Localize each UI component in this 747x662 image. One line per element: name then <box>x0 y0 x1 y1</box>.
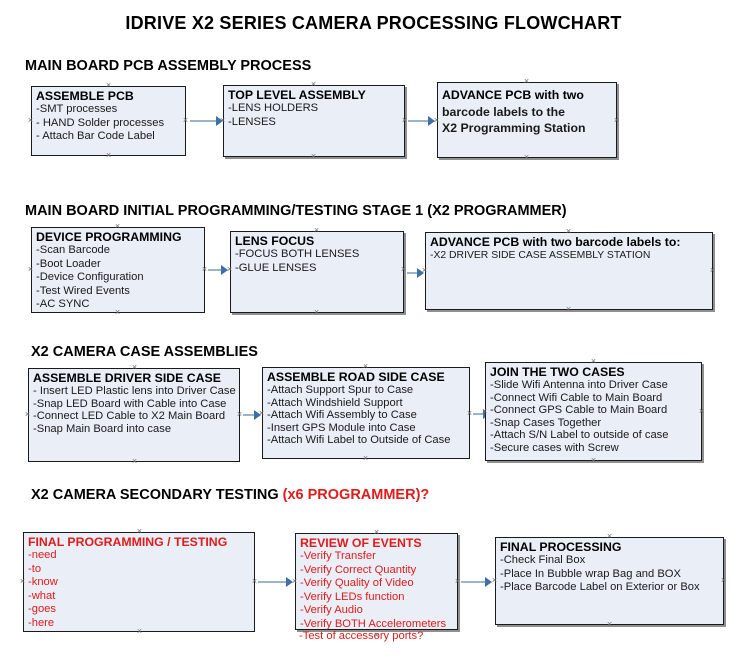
process-box-assemble-road-side-case[interactable]: ASSEMBLE ROAD SIDE CASE -Attach Support … <box>262 367 470 459</box>
process-box-review-of-events[interactable]: REVIEW OF EVENTS -Verify Transfer -Verif… <box>295 533 458 630</box>
box-line: -Snap Main Board into case <box>33 422 172 435</box>
box-line: -LENS HOLDERS <box>228 102 319 114</box>
section-heading-x2-camera-secondary-testing: X2 CAMERA SECONDARY TESTING (x6 PROGRAMM… <box>31 487 429 503</box>
connector-line <box>407 272 419 274</box>
box-heading: DEVICE PROGRAMMING <box>36 230 182 244</box>
box-heading: ADVANCE PCB with two barcode labels to: <box>430 235 681 249</box>
process-box-join-the-two-cases[interactable]: JOIN THE TWO CASES -Slide Wifi Antenna i… <box>485 362 702 461</box>
box-heading: TOP LEVEL ASSEMBLY <box>228 88 366 102</box>
box-heading: JOIN THE TWO CASES <box>490 365 625 379</box>
page-title: IDRIVE X2 SERIES CAMERA PROCESSING FLOWC… <box>125 13 622 33</box>
box-line: -Verify BOTH Accelerometers <box>300 617 447 630</box>
box-line: -Attach Wifi Assembly to Case <box>267 409 417 422</box>
section-heading-main-board-pcb-assembly: MAIN BOARD PCB ASSEMBLY PROCESS <box>25 58 311 74</box>
process-box-device-programming[interactable]: DEVICE PROGRAMMING -Scan Barcode -Boot L… <box>31 227 205 313</box>
box-heading: ADVANCE PCB with two <box>442 88 584 102</box>
box-line: -Test Wired Events <box>36 284 130 297</box>
box-line: -Place In Bubble wrap Bag and BOX <box>500 567 681 580</box>
connector-line <box>258 581 288 583</box>
process-box-top-level-assembly[interactable]: TOP LEVEL ASSEMBLY -LENS HOLDERS -LENSES <box>223 85 405 157</box>
connector-arrowhead <box>254 410 261 420</box>
box-heading: ASSEMBLE PCB <box>36 89 134 103</box>
box-heading: FINAL PROGRAMMING / TESTING <box>28 535 228 549</box>
box-heading: LENS FOCUS <box>235 234 315 248</box>
box-line: -Connect Wifi Cable to Main Board <box>490 391 663 404</box>
box-line: -goes <box>28 603 56 616</box>
connector-line <box>190 120 218 122</box>
box-line: -Attach Windshield Support <box>267 396 403 409</box>
box-line: -SMT processes <box>36 103 118 115</box>
box-line: -Verify Correct Quantity <box>300 563 417 576</box>
box-line: -Scan Barcode <box>36 244 111 256</box>
section-heading-text: X2 CAMERA SECONDARY TESTING <box>31 487 283 503</box>
process-box-lens-focus[interactable]: LENS FOCUS -FOCUS BOTH LENSES -GLUE LENS… <box>230 231 404 313</box>
box-line: - Insert LED Plastic lens into Driver Ca… <box>33 385 236 397</box>
box-line: -Verify Audio <box>300 604 363 617</box>
box-line: X2 Programming Station <box>442 121 586 135</box>
box-line: -Secure cases with Screw <box>490 441 619 454</box>
box-line: - HAND Solder processes <box>36 116 165 129</box>
connector-line <box>473 413 485 415</box>
section-heading-accent: (x6 PROGRAMMER)? <box>282 487 430 503</box>
box-line: -Device Configuration <box>36 271 144 284</box>
box-line: -Verify LEDs function <box>300 590 405 603</box>
box-line: -Verify Quality of Video <box>300 577 414 590</box>
box-line: -know <box>28 576 58 589</box>
section-heading-text: MAIN BOARD PCB ASSEMBLY PROCESS <box>25 58 312 74</box>
box-line: -FOCUS BOTH LENSES <box>235 248 360 260</box>
box-heading: REVIEW OF EVENTS <box>300 536 422 550</box>
box-line: -Attach Support Spur to Case <box>267 384 414 396</box>
section-heading-text: X2 CAMERA CASE ASSEMBLIES <box>31 344 258 360</box>
box-line: -X2 DRIVER SIDE CASE ASSEMBLY STATION <box>430 250 651 261</box>
box-line: barcode labels to the <box>442 104 565 119</box>
box-line: -Snap Cases Together <box>490 416 602 429</box>
section-heading-x2-camera-case-assemblies: X2 CAMERA CASE ASSEMBLIES <box>31 344 258 360</box>
connector-arrowhead <box>221 265 228 275</box>
process-box-advance-pcb-to-x2-programming-station[interactable]: ADVANCE PCB with two barcode labels to t… <box>437 82 617 158</box>
box-line: -Attach S/N Label to outside of case <box>490 429 669 442</box>
box-line: -Verify Transfer <box>300 550 376 562</box>
box-line: -GLUE LENSES <box>235 261 317 274</box>
box-line: - Attach Bar Code Label <box>36 130 155 143</box>
connector-arrowhead <box>485 577 492 587</box>
connector-arrowhead <box>286 577 293 587</box>
box-line: -Connect GPS Cable to Main Board <box>490 404 668 417</box>
box-line: -Boot Loader <box>36 257 101 270</box>
box-line: -here <box>28 616 55 629</box>
box-line: -to <box>28 562 42 575</box>
process-box-assemble-driver-side-case[interactable]: ASSEMBLE DRIVER SIDE CASE - Insert LED P… <box>28 368 240 462</box>
box-line: -Snap LED Board with Cable into Case <box>33 397 227 410</box>
box-line: -Check Final Box <box>500 554 586 566</box>
process-box-advance-pcb-to-driver-side-case-station[interactable]: ADVANCE PCB with two barcode labels to: … <box>425 232 713 310</box>
connector-arrowhead <box>428 116 435 126</box>
box-line: -LENSES <box>228 115 276 128</box>
box-heading: ASSEMBLE DRIVER SIDE CASE <box>33 371 221 385</box>
box-overflow-line: -Test of accessory ports? <box>299 630 424 642</box>
connector-line <box>208 269 223 271</box>
box-line: -what <box>28 589 56 602</box>
box-line: -need <box>28 549 57 561</box>
box-line: -AC SYNC <box>36 298 90 311</box>
connector-line <box>243 414 256 416</box>
section-heading-main-board-initial-programming: MAIN BOARD INITIAL PROGRAMMING/TESTING S… <box>25 203 567 219</box>
process-box-assemble-pcb[interactable]: ASSEMBLE PCB -SMT processes - HAND Solde… <box>31 86 186 156</box>
process-box-final-programming-testing[interactable]: FINAL PROGRAMMING / TESTING -need -to -k… <box>23 532 255 632</box>
section-heading-text: MAIN BOARD INITIAL PROGRAMMING/TESTING S… <box>25 203 567 219</box>
box-line: -Connect LED Cable to X2 Main Board <box>33 410 226 423</box>
box-line: -Place Barcode Label on Exterior or Box <box>500 581 700 594</box>
box-line: -Attach Wifi Label to Outside of Case <box>267 434 451 447</box>
box-line: -Insert GPS Module into Case <box>267 421 416 434</box>
connector-arrowhead <box>417 268 424 278</box>
box-heading: ASSEMBLE ROAD SIDE CASE <box>267 370 445 384</box>
box-heading: FINAL PROCESSING <box>500 540 622 554</box>
process-box-final-processing[interactable]: FINAL PROCESSING -Check Final Box -Place… <box>495 537 724 625</box>
connector-line <box>461 581 487 583</box>
connector-line <box>408 120 430 122</box>
connector-arrowhead <box>216 116 223 126</box>
box-line: -Slide Wifi Antenna into Driver Case <box>490 379 668 391</box>
